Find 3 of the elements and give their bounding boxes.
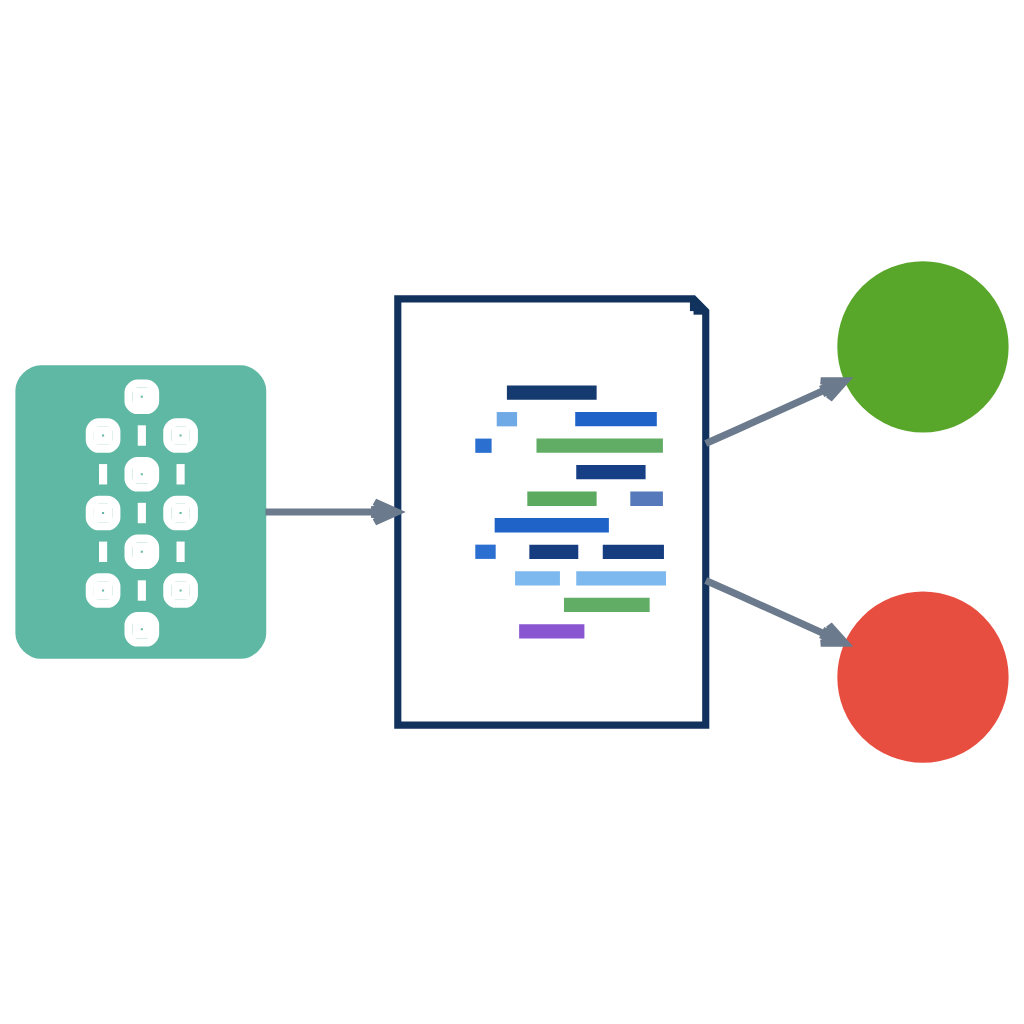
node-circle	[837, 261, 1009, 433]
node-picture	[15, 365, 267, 659]
node-circle	[837, 591, 1009, 763]
